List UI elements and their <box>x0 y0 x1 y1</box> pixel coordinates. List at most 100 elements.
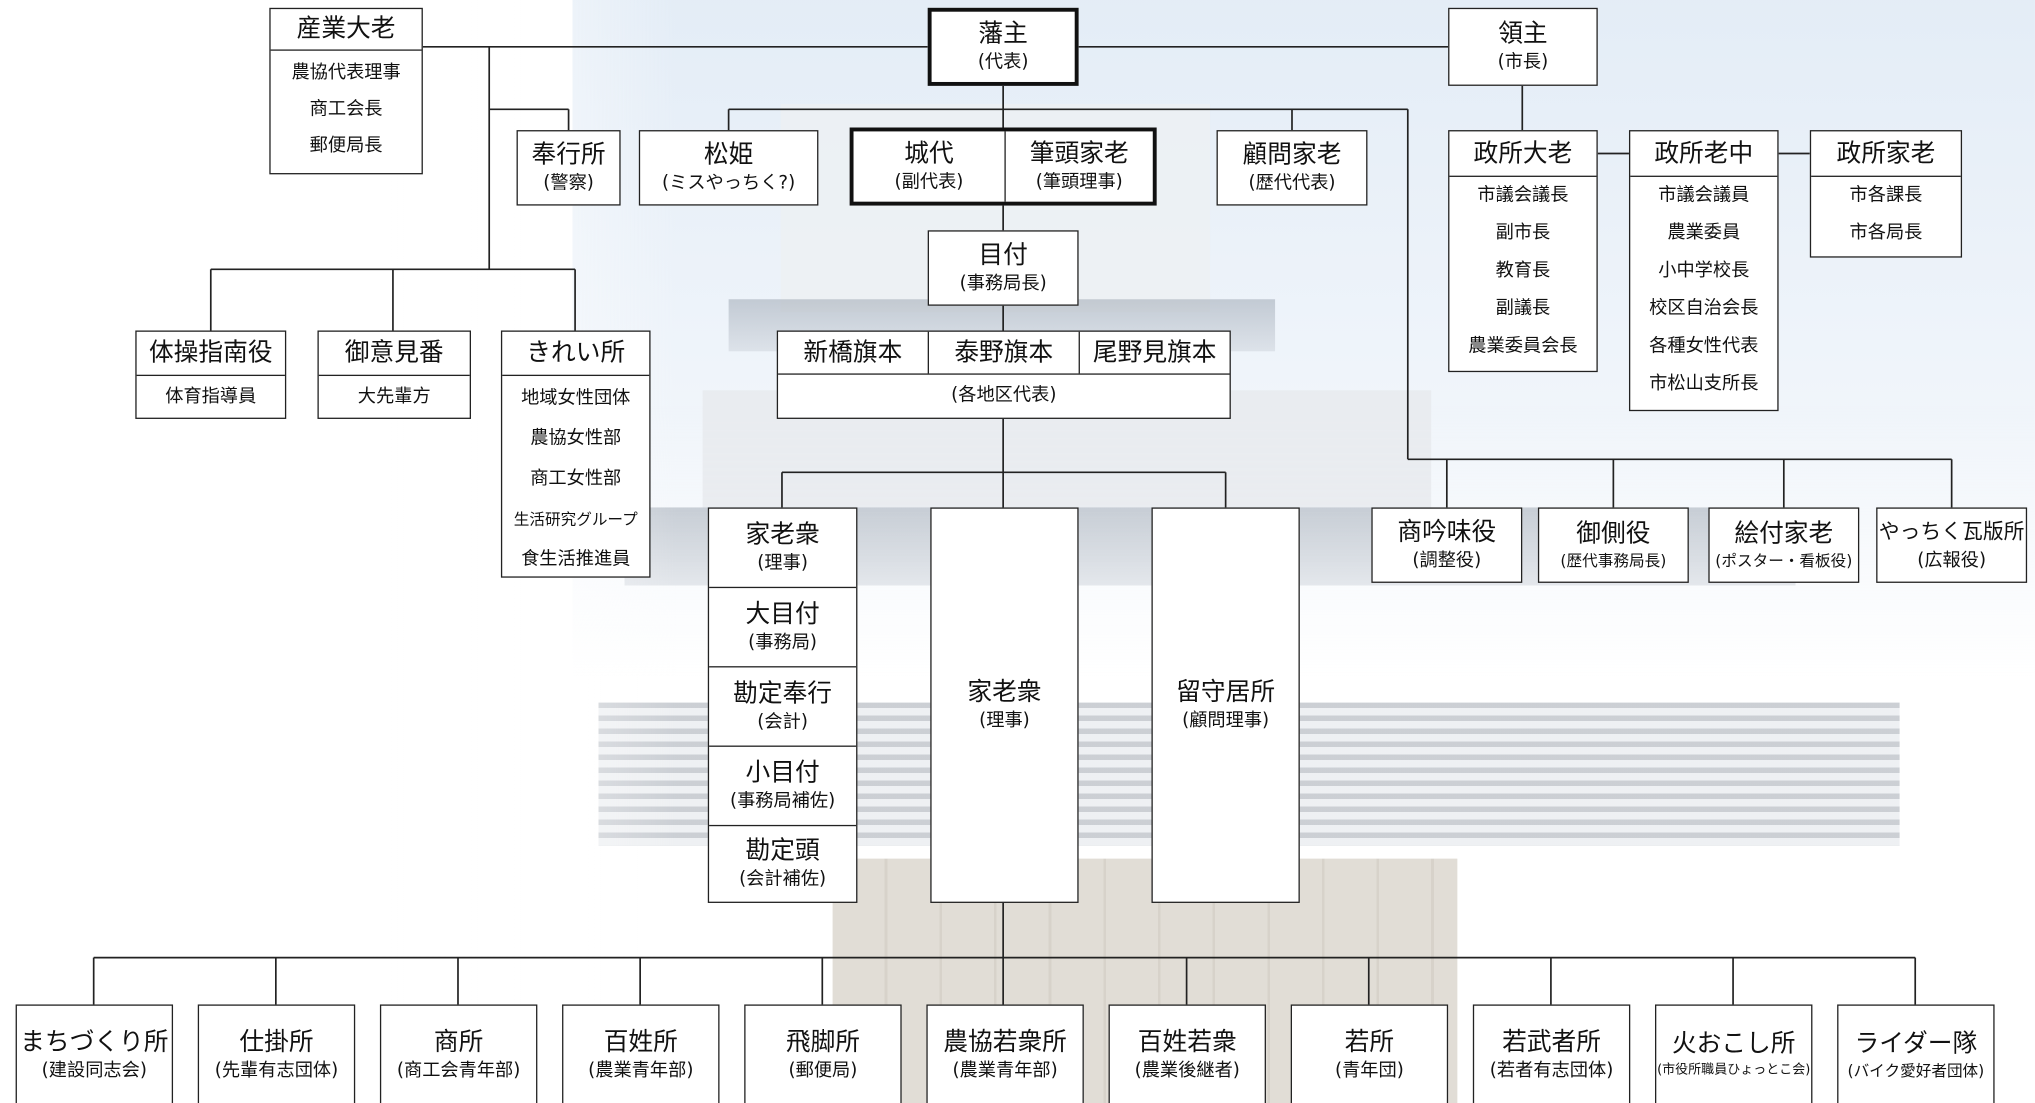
rusui-sub: (顧問理事) <box>1182 710 1270 732</box>
hanshu-box: 藩主 (代表) <box>927 7 1079 86</box>
taiso-item: 体育指導員 <box>165 386 257 408</box>
hatamoto-hatano: 泰野旗本 <box>929 331 1080 374</box>
stack-sub: (会計補佐) <box>739 869 827 890</box>
bottom-row-sub: (バイク愛好者団体) <box>1847 1061 1985 1080</box>
right-row-sub: (調整役) <box>1412 550 1482 572</box>
kireisho-item: 地域女性団体 <box>521 387 631 409</box>
rusui-title: 留守居所 <box>1176 677 1276 707</box>
bottom-row-box: ライダー隊 (バイク愛好者団体) <box>1837 1004 1995 1103</box>
kireisho-box: きれい所 地域女性団体 農協女性部 商工女性部 生活研究グループ 食生活推進員 <box>500 330 651 578</box>
seifu-roju-item: 農業委員 <box>1667 222 1741 244</box>
hitto-karo-sub: (筆頭理事) <box>1035 171 1123 193</box>
matsuhime-sub: (ミスやっちく?) <box>662 173 796 194</box>
stack-title: 大目付 <box>745 599 820 629</box>
metsuke-title: 目付 <box>978 240 1028 270</box>
sangyo-item: 農協代表理事 <box>291 62 401 84</box>
bottom-row-title: 商所 <box>433 1027 484 1057</box>
bottom-row-sub: (若者有志団体) <box>1489 1060 1614 1082</box>
matsuhime-title: 松姫 <box>703 140 754 170</box>
seifu-roju-item: 校区自治会長 <box>1649 297 1759 319</box>
joudai-sub: (副代表) <box>894 171 964 193</box>
bottom-row-title: 仕掛所 <box>239 1027 314 1057</box>
bottom-row-box: 百姓若衆 (農業後継者) <box>1108 1004 1266 1103</box>
bottom-row-box: 百姓所 (農業青年部) <box>562 1004 720 1103</box>
goikenban-box: 御意見番 大先輩方 <box>317 330 471 419</box>
bottom-row-title: 農協若衆所 <box>943 1027 1067 1057</box>
karoshu-big-box: 家老衆 (理事) <box>930 507 1079 903</box>
stack-cell-karoshu: 家老衆 (理事) <box>709 509 857 589</box>
stack-sub: (会計) <box>757 711 808 733</box>
seifu-roju-item: 市松山支所長 <box>1649 373 1759 395</box>
hatamoto-onomi: 尾野見旗本 <box>1092 338 1217 367</box>
hitto-karo-cell: 筆頭家老 (筆頭理事) <box>1006 131 1153 201</box>
bugyosho-title: 奉行所 <box>531 140 606 170</box>
metsuke-sub: (事務局長) <box>959 273 1047 295</box>
bottom-row-box: 若所 (青年団) <box>1290 1004 1449 1103</box>
bottom-row-sub: (市役所職員ひょっとこ会) <box>1657 1062 1811 1078</box>
bottom-row-box: 農協若衆所 (農業青年部) <box>926 1004 1084 1103</box>
hatamoto-shinbashi: 新橋旗本 <box>778 331 929 374</box>
bugyosho-sub: (警察) <box>543 173 594 194</box>
komon-karo-box: 顧問家老 (歴代代表) <box>1216 130 1368 206</box>
seifu-roju-item: 小中学校長 <box>1658 260 1750 282</box>
seifu-roju-title: 政所老中 <box>1630 131 1778 177</box>
ryoshu-title: 領主 <box>1498 19 1548 49</box>
komon-karo-sub: (歴代代表) <box>1248 173 1336 194</box>
stack-title: 家老衆 <box>745 520 820 550</box>
kireisho-title: きれい所 <box>502 332 650 377</box>
right-row-box: 御側役 (歴代事務局長) <box>1537 507 1689 583</box>
seifu-karo-item: 市各課長 <box>1849 184 1923 206</box>
stack-title: 小目付 <box>745 758 820 788</box>
right-row-title: 商吟味役 <box>1397 517 1497 547</box>
bottom-row-title: ライダー隊 <box>1854 1029 1978 1058</box>
right-row-sub: (ポスター・看板役) <box>1715 551 1853 570</box>
bottom-row-box: 商所 (商工会青年部) <box>379 1004 538 1103</box>
sangyo-tairo-box: 産業大老 農協代表理事 商工会長 郵便局長 <box>269 7 423 175</box>
bottom-row-box: 火おこし所 (市役所職員ひょっとこ会) <box>1654 1004 1813 1103</box>
yakushoku-stack: 家老衆 (理事) 大目付 (事務局) 勘定奉行 (会計) 小目付 (事務局補佐)… <box>707 507 858 903</box>
right-row-title: 絵付家老 <box>1734 519 1834 548</box>
seifu-tairo-box: 政所大老 市議会議長 副市長 教育長 副議長 農業委員会長 <box>1448 130 1598 373</box>
bottom-row-title: 飛脚所 <box>785 1027 861 1057</box>
hatamoto-box: 新橋旗本 泰野旗本 尾野見旗本 (各地区代表) <box>776 330 1231 419</box>
seifu-roju-item: 各種女性代表 <box>1649 335 1759 357</box>
bottom-row-sub: (農業後継者) <box>1134 1060 1240 1082</box>
right-row-box: 商吟味役 (調整役) <box>1371 507 1523 583</box>
bottom-row-title: まちづくり所 <box>20 1027 169 1057</box>
bottom-row-sub: (農業青年部) <box>952 1060 1058 1082</box>
goikenban-title: 御意見番 <box>318 332 470 377</box>
bottom-row-title: 若武者所 <box>1502 1027 1602 1057</box>
ryoshu-box: 領主 (市長) <box>1448 7 1598 86</box>
right-row-title: やっちく瓦版所 <box>1878 519 2025 544</box>
bottom-row-title: 百姓若衆 <box>1137 1027 1237 1057</box>
bottom-row-title: 若所 <box>1344 1027 1395 1057</box>
bottom-row-sub: (青年団) <box>1334 1060 1404 1082</box>
seifu-tairo-item: 教育長 <box>1495 260 1551 282</box>
kireisho-item: 生活研究グループ <box>513 510 638 529</box>
joudai-cell: 城代 (副代表) <box>854 131 1006 202</box>
bugyosho-box: 奉行所 (警察) <box>516 130 621 206</box>
bottom-row-title: 百姓所 <box>603 1027 678 1057</box>
stack-sub: (事務局) <box>748 632 818 654</box>
bottom-row-box: 仕掛所 (先輩有志団体) <box>197 1004 356 1103</box>
hanshu-title: 藩主 <box>978 19 1028 49</box>
joudai-title: 城代 <box>904 139 954 168</box>
kireisho-item: 農協女性部 <box>530 428 622 449</box>
metsuke-box: 目付 (事務局長) <box>927 230 1079 306</box>
bottom-row-sub: (建設同志会) <box>41 1060 147 1082</box>
stack-cell-kanjo-bugyo: 勘定奉行 (会計) <box>709 667 857 747</box>
bottom-row-sub: (先輩有志団体) <box>214 1060 339 1082</box>
seifu-karo-item: 市各局長 <box>1849 222 1923 244</box>
bottom-row-sub: (商工会青年部) <box>396 1060 521 1082</box>
kireisho-item: 商工女性部 <box>530 468 622 490</box>
seifu-karo-box: 政所家老 市各課長 市各局長 <box>1809 130 1963 258</box>
seifu-roju-item: 市議会議員 <box>1658 184 1750 206</box>
karoshu-big-sub: (理事) <box>979 710 1030 732</box>
bottom-row-sub: (郵便局) <box>788 1060 858 1082</box>
bottom-row-title: 火おこし所 <box>1671 1029 1796 1058</box>
seifu-tairo-item: 市議会議長 <box>1477 184 1569 206</box>
stack-cell-kanjo-gashira: 勘定頭 (会計補佐) <box>709 826 856 901</box>
right-row-sub: (歴代事務局長) <box>1560 551 1667 570</box>
taiso-box: 体操指南役 体育指導員 <box>135 330 287 419</box>
